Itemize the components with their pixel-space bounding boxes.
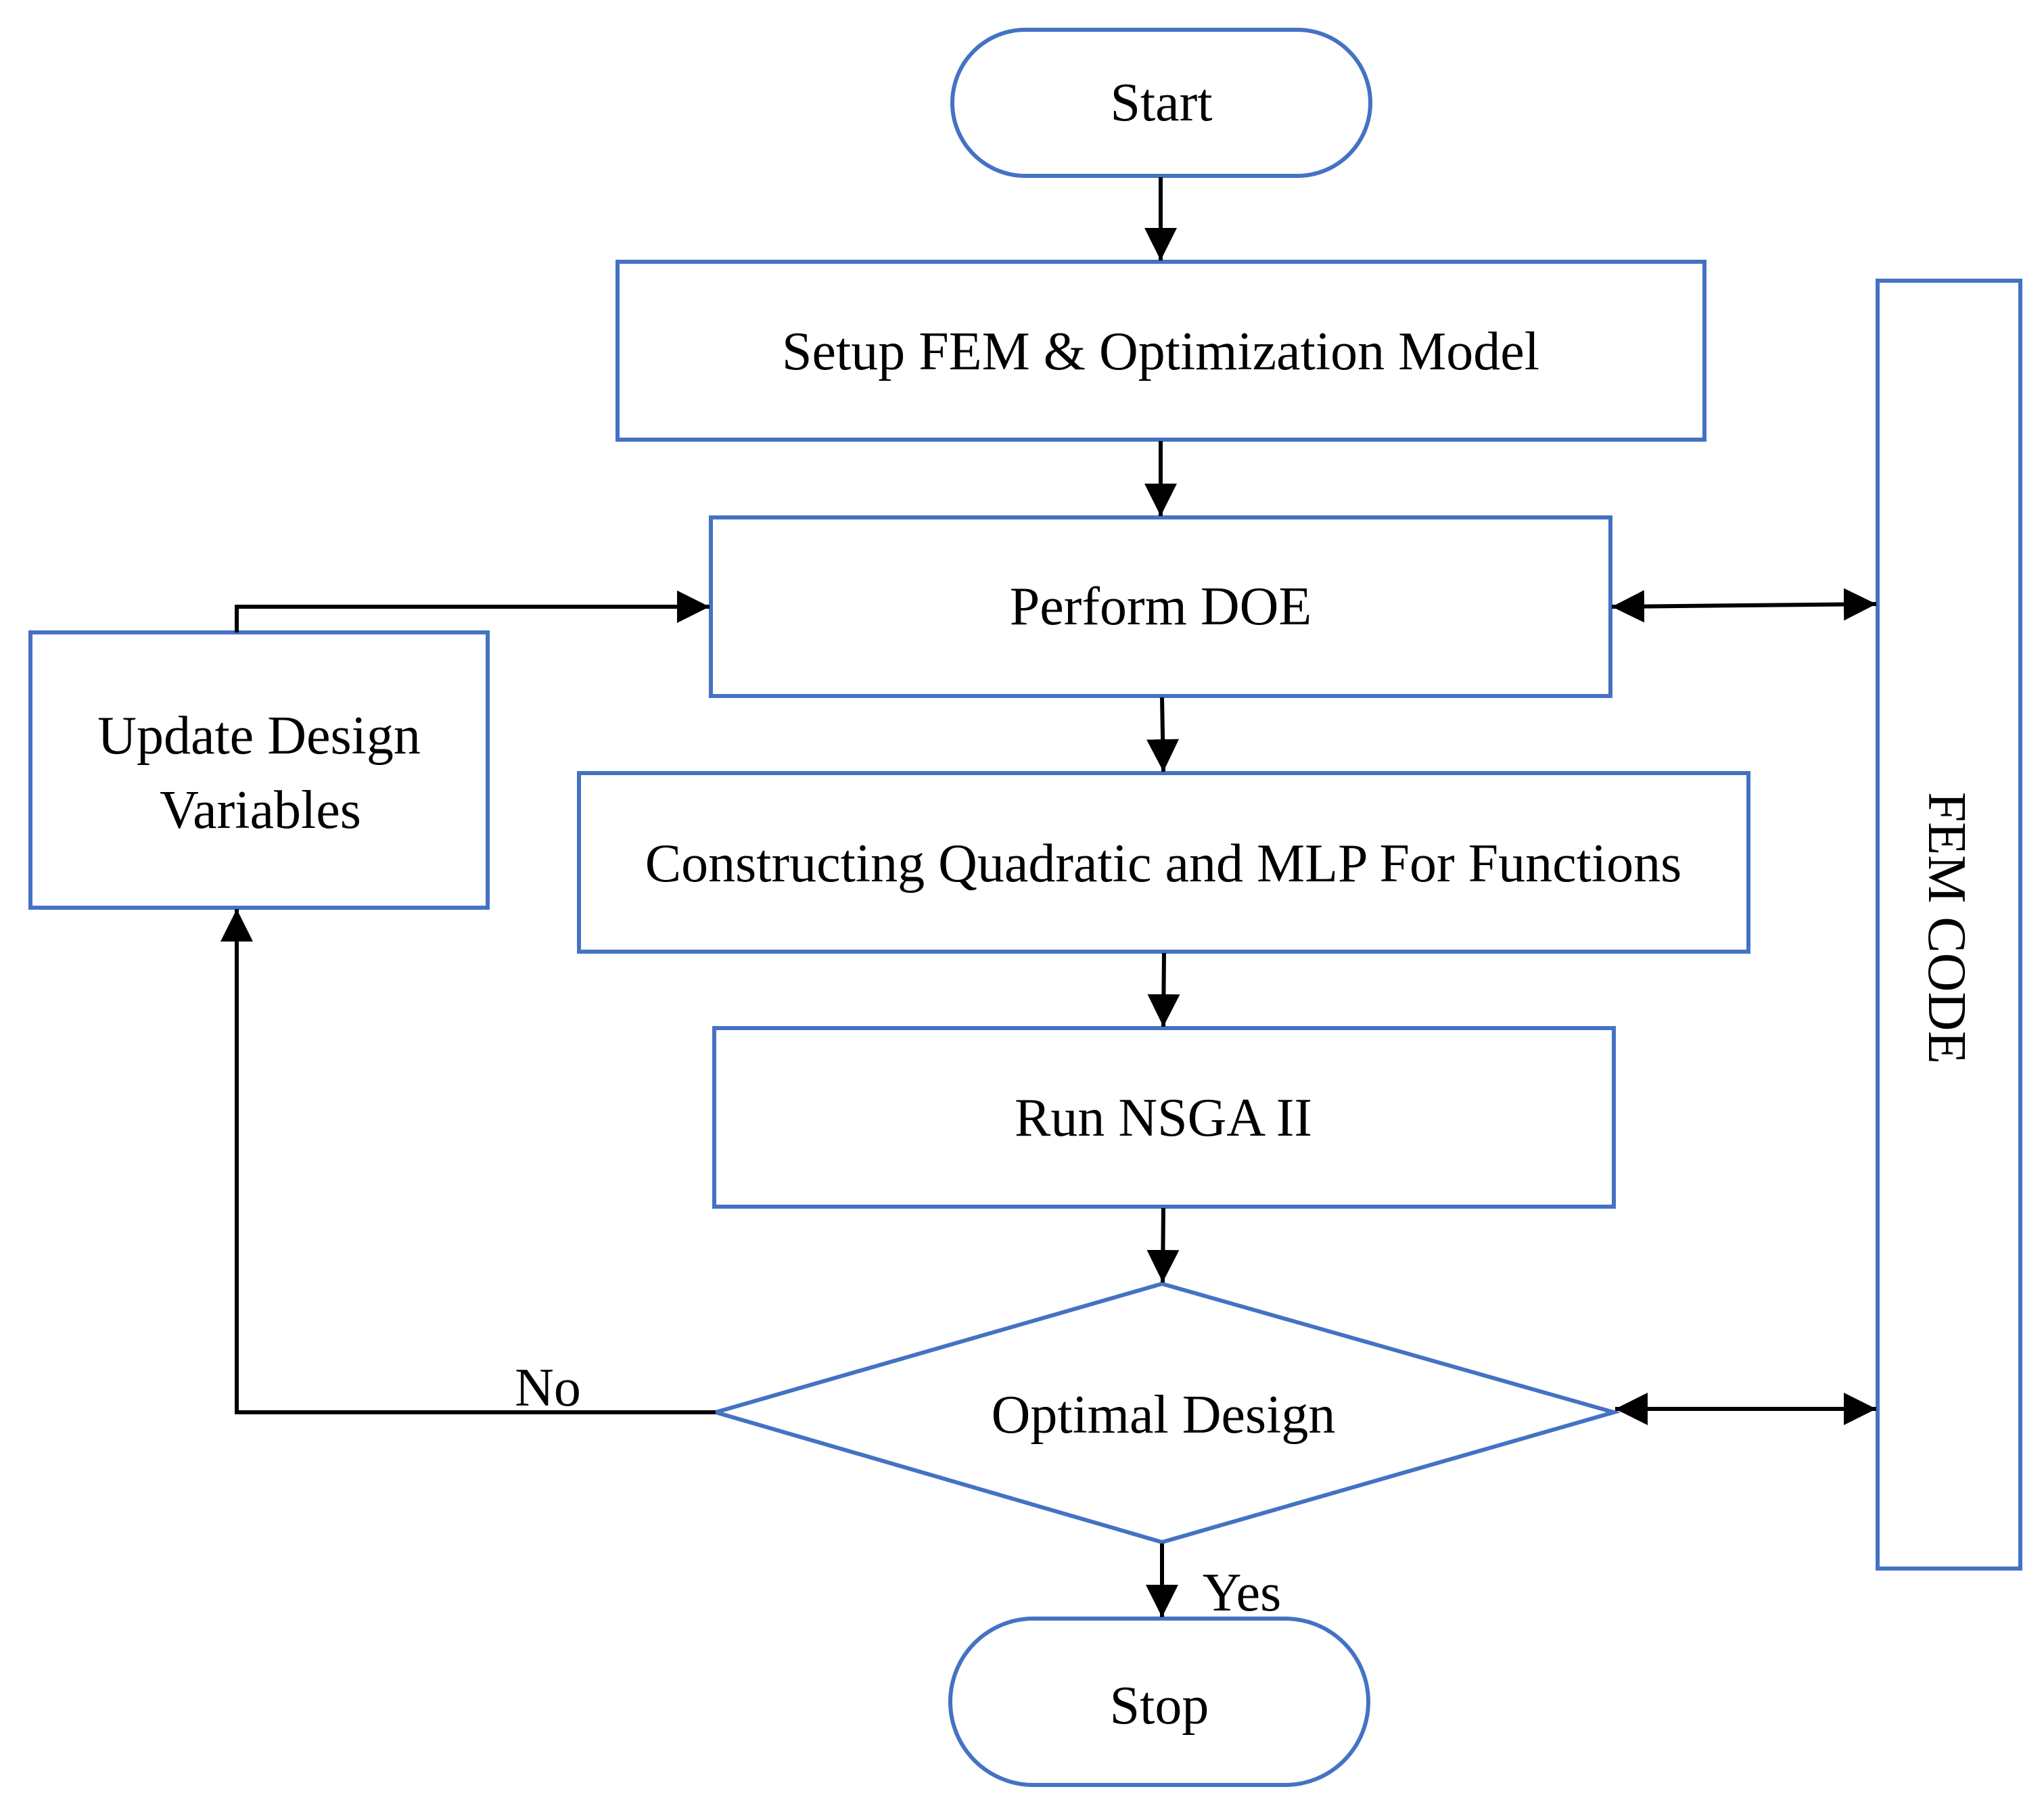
fem-code-node <box>1876 279 2022 1571</box>
nsga-label: Run NSGA II <box>1015 1088 1312 1148</box>
stop-node <box>948 1617 1370 1787</box>
setup-label: Setup FEM & Optimization Model <box>782 322 1539 381</box>
edge-label-yes: Yes <box>1203 1563 1281 1623</box>
decision-label: Optimal Design <box>992 1385 1336 1445</box>
fem-code-label: FEM CODE <box>1917 792 1976 1064</box>
doe-label: Perform DOE <box>1010 577 1312 636</box>
doe-node <box>709 515 1612 698</box>
arrow-decision-no-to-update <box>220 909 716 1414</box>
nsga-node <box>712 1026 1616 1209</box>
edge-label-no: No <box>515 1358 581 1418</box>
decision-node <box>708 1281 1621 1545</box>
arrow-doe-to-construct <box>1146 697 1180 772</box>
update-design-label-line1: Update Design <box>97 706 421 766</box>
arrow-update-to-doe <box>235 590 710 632</box>
construct-node <box>577 771 1750 954</box>
start-label: Start <box>1110 73 1212 133</box>
stop-label: Stop <box>1110 1676 1209 1736</box>
arrow-construct-to-nsga <box>1147 952 1180 1027</box>
start-node <box>950 28 1372 178</box>
setup-node <box>615 260 1706 442</box>
arrow-doe-fem-code-bidirectional <box>1611 588 1877 623</box>
update-design-label-line2: Variables <box>160 781 361 840</box>
construct-label: Constructing Quadratic and MLP For Funct… <box>645 834 1681 894</box>
update-design-node <box>28 630 490 910</box>
